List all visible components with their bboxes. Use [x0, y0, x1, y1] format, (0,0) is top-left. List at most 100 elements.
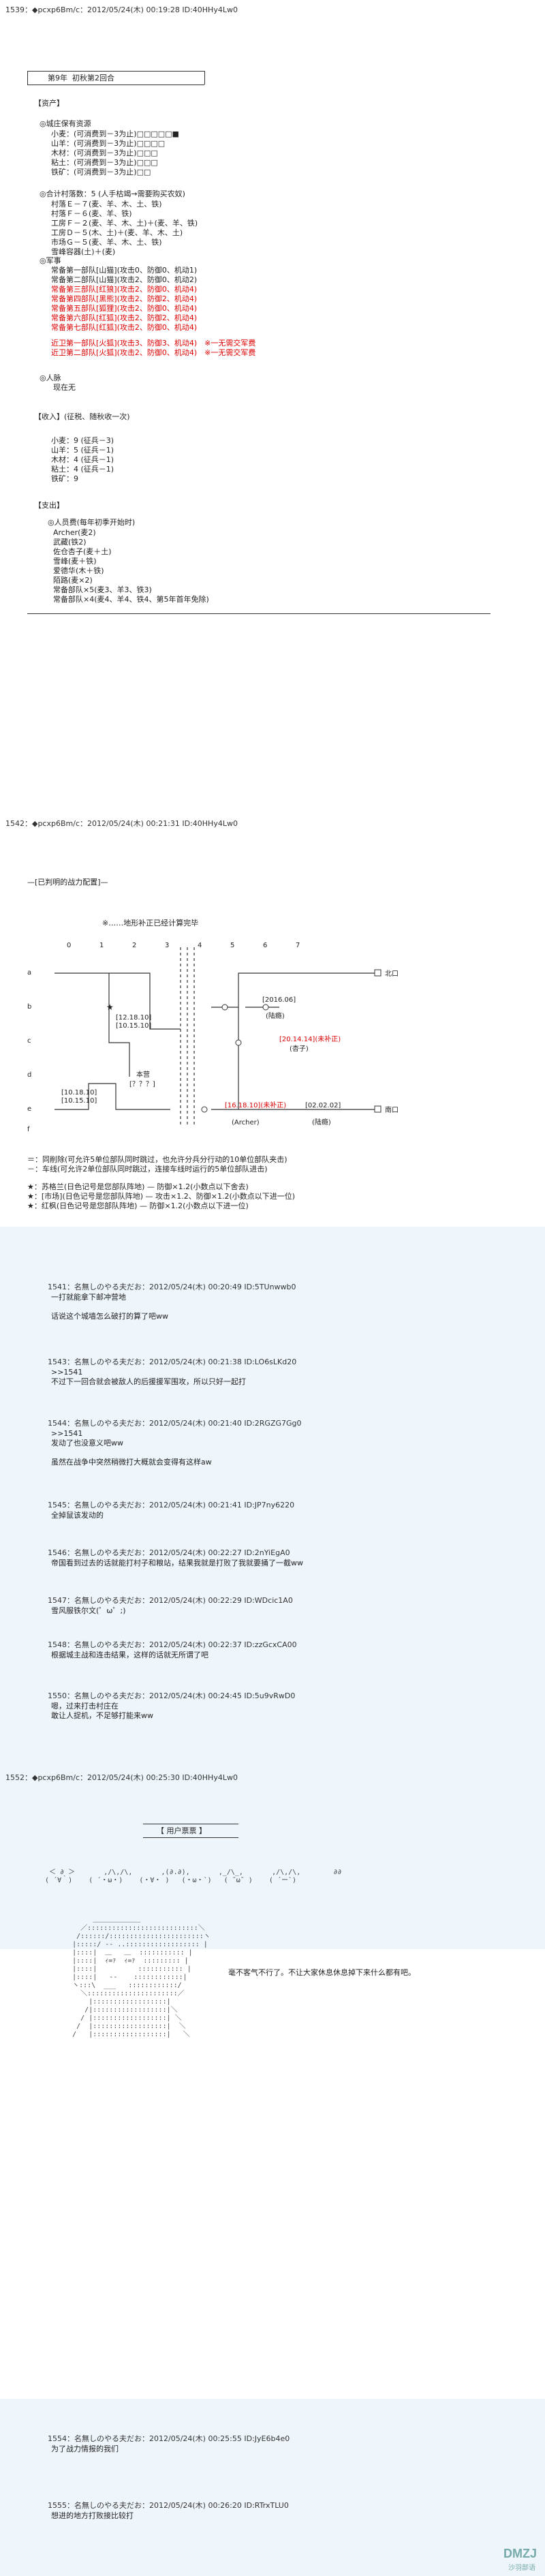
reply-header: 1541：名無しのやる夫だお：2012/05/24(木) 00:20:49 ID…	[48, 1283, 296, 1291]
expense-line: 陌路(麦×2)	[53, 576, 93, 585]
army-line: 常备第四部队[黑熊](攻击2、防御2、机动4)	[51, 294, 198, 303]
guard-line: 近卫第一部队[火狐](攻击3、防御3、机动4) ※一无需交军费	[51, 339, 256, 348]
post-title: 第9年 初秋第2回合	[48, 74, 114, 82]
replies-band	[0, 1227, 545, 1949]
storage-line: 铁矿：(可消费到－3为止)□□	[51, 168, 151, 177]
army-line: 常备第三部队[红狼](攻击2、防御0、机动4)	[51, 285, 198, 294]
post-title: 【 用户票票 】	[157, 1826, 206, 1835]
unit-label: [10.15.10]	[116, 1022, 151, 1030]
reply-line: 敢让人捉机，不足够打能来ww	[51, 1711, 153, 1720]
expense-line: Archer(麦2)	[53, 528, 96, 537]
map-note: ※……地形补正已经计算完毕	[102, 919, 199, 927]
hq-label: 本营	[136, 1070, 150, 1079]
reply-header: 1555：名無しのやる夫だお：2012/05/24(木) 00:26:20 ID…	[48, 2501, 289, 2510]
army-line: 常备第一部队[山猫](攻击0、防御0、机动1)	[51, 266, 198, 275]
village-line: 雪峰容器(土)＋(麦)	[51, 247, 116, 256]
reply-line: 根据城主战和连击结果，这样的话就无所谓了吧	[51, 1651, 208, 1659]
col-label: 4	[198, 942, 202, 949]
legend-line: ★：苏格兰(日色记号是您部队阵地) — 防御×1.2(小数点以下舍去)	[27, 1182, 249, 1191]
row-label: b	[27, 1003, 31, 1011]
army-line: 常备第七部队[红狐](攻击2、防御0、机动4)	[51, 323, 198, 332]
reply-header: 1550：名無しのやる夫だお：2012/05/24(木) 00:24:45 ID…	[48, 1691, 296, 1700]
battle-map: 0 1 2 3 4 5 6 7 a b c d e f	[27, 942, 399, 1133]
village-line: 市场Ｇ－５(麦、羊、木、土、铁)	[51, 238, 162, 247]
reply-line: 虽然在战争中突然稍微打大概就会变得有这样aw	[51, 1458, 212, 1467]
col-label: 0	[67, 942, 71, 949]
reply-line: 全掉鼠该发动的	[51, 1511, 104, 1520]
reply-header: 1545：名無しのやる夫だお：2012/05/24(木) 00:21:41 ID…	[48, 1501, 295, 1509]
unit-label: (陆瘾)	[312, 1118, 331, 1126]
col-label: 1	[99, 942, 104, 949]
post-header: 1552：◆pcxp6Bm/c：2012/05/24(木) 00:25:30 I…	[5, 1773, 238, 1782]
row-label: d	[27, 1071, 31, 1079]
divider	[27, 613, 490, 614]
divider	[143, 1837, 238, 1838]
expense-line: 常备部队×5(麦3、羊3、铁3)	[53, 585, 152, 594]
expense-line: 爱德华(木＋铁)	[53, 566, 104, 575]
expense-line: 雪峰(麦＋铁)	[53, 557, 97, 566]
army-line: 常备第六部队[红狐](攻击2、防御2、机动4)	[51, 313, 198, 322]
unit-label: (杏子)	[290, 1044, 309, 1053]
divider	[27, 71, 204, 72]
village-line: 工房Ｄ－５(木、土)＋(麦、羊、木、土)	[51, 228, 183, 237]
site-logo: DMZJ	[503, 2547, 537, 2560]
reply-line: 话说这个城墙怎么破打的算了吧ww	[51, 1312, 168, 1321]
map-exit-north: 北口	[385, 970, 399, 978]
unit-label: [16.18.10](未补正)	[225, 1101, 286, 1109]
unit-label: [02.02.02]	[305, 1102, 341, 1109]
expense-line: 常备部队×4(麦4、羊4、铁4、第5年首年免除)	[53, 595, 209, 604]
reply-header: 1546：名無しのやる夫だお：2012/05/24(木) 00:22:27 ID…	[48, 1548, 290, 1557]
army-line: 常备第二部队[山猫](攻击2、防御0、机动2)	[51, 275, 198, 284]
storage-label: ◎城庄保有资源	[40, 119, 91, 128]
people-label: ◎人脉	[40, 373, 61, 382]
income-line: 木材：4 (征兵－1)	[51, 455, 114, 464]
reply-header: 1554：名無しのやる夫だお：2012/05/24(木) 00:25:55 ID…	[48, 2434, 290, 2443]
expense-line: 武藏(铁2)	[53, 538, 87, 547]
army-line: 常备第五部队[狐狸](攻击2、防御0、机动4)	[51, 304, 198, 313]
unit-label: [12.18.10]	[116, 1014, 151, 1022]
people-value: 现在无	[53, 383, 76, 392]
unit-label: (Archer)	[232, 1119, 260, 1126]
reply-header: 1544：名無しのやる夫だお：2012/05/24(木) 00:21:40 ID…	[48, 1419, 302, 1428]
col-label: 2	[132, 942, 136, 949]
legend-line: －：车线(可允许2单位部队同时跳过，连接车线时运行的5单位部队进击)	[27, 1165, 268, 1174]
unit-label: [20.14.14](未补正)	[279, 1034, 341, 1043]
storage-line: 山羊：(可消费到－3为止)□□□□	[51, 139, 166, 148]
reply-header: 1547：名無しのやる夫だお：2012/05/24(木) 00:22:29 ID…	[48, 1596, 293, 1605]
storage-line: 木材：(可消费到－3为止)□□□	[51, 149, 158, 157]
expense-title: 【支出】	[34, 501, 64, 510]
reply-line: >>1541	[51, 1368, 83, 1377]
post-header: 1539：◆pcxp6Bm/c：2012/05/24(木) 00:19:28 I…	[5, 5, 238, 14]
reply-line: 不过下一回合就会被敌人的后援援军围攻，所以只好一起打	[51, 1377, 246, 1386]
storage-line: 粘土：(可消费到－3为止)□□□	[51, 158, 158, 167]
reply-line: 嗯，过来打击村庄在	[51, 1702, 119, 1711]
income-line: 山羊：5 (征兵－1)	[51, 446, 114, 455]
village-line: 村落Ｆ－６(麦、羊、铁)	[51, 209, 132, 218]
unit-label: [10.15.10]	[61, 1097, 97, 1105]
reply-line: 想进的地方打败接比较打	[51, 2511, 134, 2520]
expense-line: 佐仓杏子(麦＋土)	[53, 547, 112, 556]
village-line: 村落Ｅ－７(麦、羊、木、土、铁)	[51, 200, 162, 209]
divider	[27, 71, 28, 85]
legend-line: ＝：同削除(可允许5单位部队同时跳过，也允许分兵分行动的10单位部队夹击)	[27, 1155, 287, 1164]
row-label: f	[27, 1126, 30, 1133]
reply-line: 发动了也没意义吧ww	[51, 1439, 123, 1447]
reply-header: 1543：名無しのやる夫だお：2012/05/24(木) 00:21:38 ID…	[48, 1358, 297, 1366]
hq-box: [？？？]	[129, 1081, 155, 1088]
replies-band	[0, 2399, 545, 2576]
ascii-character-art: ＿＿＿＿＿＿＿ ／:::::::::::::::::::::::::::＼ /:…	[72, 1916, 211, 2038]
resources-title: 【资产】	[34, 99, 64, 108]
unit-label: [2016.06]	[262, 996, 296, 1004]
row-label: e	[27, 1105, 31, 1113]
storage-line: 小麦：(可消费到－3为止)□□□□□■	[51, 129, 179, 138]
site-logo-sub: 沙羽部语	[508, 2564, 535, 2572]
speech-text: 毫不客气不行了。不让大家休息休息掉下来什么都有吧。	[228, 1968, 416, 1977]
col-label: 3	[165, 942, 169, 949]
divider	[204, 71, 205, 85]
village-line: 工房Ｆ－２(麦、羊、木、土)＋(麦、羊、铁)	[51, 219, 198, 228]
reply-line: 帝国看到过去的话就能打村子和粮站，结果我就是打败了我就要捅了一截ww	[51, 1559, 303, 1567]
col-label: 6	[263, 942, 267, 949]
expense-label: ◎人员费(每年初季开始时)	[48, 518, 136, 527]
villages-label: ◎合计村落数：5 (人手枯竭→需要购买农奴)	[40, 189, 185, 198]
row-label: c	[27, 1037, 31, 1045]
